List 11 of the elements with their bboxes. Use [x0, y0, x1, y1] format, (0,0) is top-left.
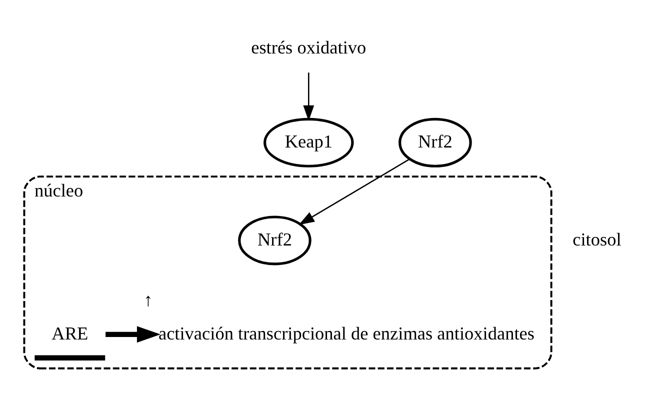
arrow	[106, 326, 160, 342]
label: citosol	[572, 228, 622, 249]
node-ellipse: Keap1	[264, 117, 354, 167]
node-text: activación transcripcional de enzimas antioxidantes	[158, 322, 534, 343]
arrow	[298, 158, 410, 224]
node-text: ARE	[52, 322, 88, 343]
node-ellipse: Nrf2	[238, 215, 312, 265]
node-ellipse: Nrf2	[398, 117, 472, 167]
arrow	[303, 72, 314, 120]
node-label: ↑	[144, 289, 153, 310]
node-text: estrés oxidativo	[251, 37, 366, 58]
